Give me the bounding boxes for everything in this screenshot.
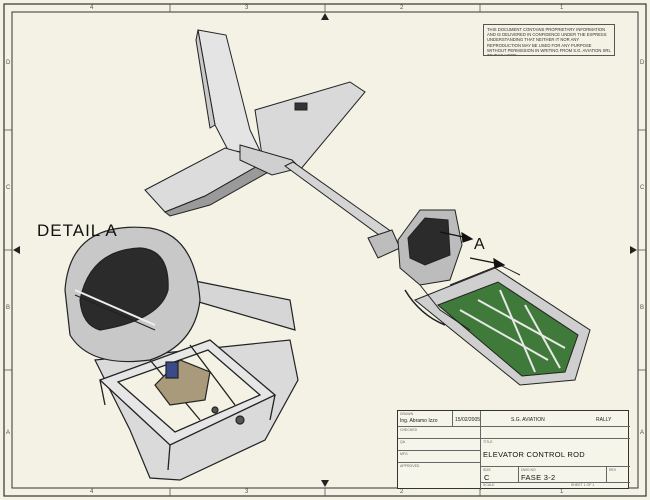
rod-clamp — [367, 229, 401, 259]
fuselage-assembly — [397, 209, 591, 386]
zone-letter-b-right: B — [640, 305, 645, 311]
detail-window — [79, 247, 169, 331]
title-block: DRAWN Ing. Abramo Izzo 15/02/2005 S.G. A… — [397, 410, 630, 490]
scale-caption: SCALE — [483, 483, 495, 487]
zone-number-3-top: 3 — [245, 5, 249, 11]
zone-number-2-bottom: 2 — [400, 489, 404, 495]
scale-cell: SCALE SHEET 1 OF 1 — [481, 483, 630, 490]
center-marks — [13, 13, 637, 487]
title-caption: TITLE — [483, 440, 493, 444]
checked-caption: CHECKED — [400, 428, 418, 432]
zone-number-3-bottom: 3 — [245, 489, 249, 495]
view-a-label: A — [474, 236, 485, 253]
zone-letter-a-left: A — [6, 430, 11, 436]
drawing-number: FASE 3-2 — [521, 473, 556, 482]
approved-caption: APPROVED — [400, 464, 420, 468]
zone-letter-d-right: D — [640, 60, 645, 66]
right-stabilizer — [254, 81, 366, 171]
zone-letter-c-right: C — [640, 185, 645, 191]
dwg-cell: DWG NO FASE 3-2 — [519, 467, 607, 483]
zone-number-4-bottom: 4 — [90, 489, 94, 495]
qa-cell: QA — [398, 439, 481, 451]
zone-number-2-top: 2 — [400, 5, 404, 11]
proprietary-notice: THIS DOCUMENT CONTAINS PROPRIETARY INFOR… — [483, 24, 615, 56]
zone-number-1-top: 1 — [560, 5, 564, 11]
rudder-edge — [195, 29, 216, 129]
bellcrank — [165, 361, 179, 379]
blank-cell — [481, 427, 630, 439]
detail-a-view — [64, 226, 299, 481]
bulkhead-window — [407, 217, 451, 266]
date-cell: 15/02/2005 — [453, 411, 481, 427]
size-caption: SIZE — [483, 468, 491, 472]
sheet-label: SHEET 1 OF 1 — [571, 483, 595, 487]
rev-caption: REV — [609, 468, 617, 472]
side-wing-panel — [189, 279, 296, 331]
zone-letter-b-left: B — [6, 305, 11, 311]
view-arrow — [439, 231, 506, 269]
hinge-box — [294, 102, 308, 111]
rev-cell: REV — [607, 467, 630, 483]
drawn-cell: DRAWN Ing. Abramo Izzo — [398, 411, 453, 427]
zone-number-4-top: 4 — [90, 5, 94, 11]
tail-assembly — [144, 29, 366, 217]
green-frame — [437, 281, 579, 377]
qa-caption: QA — [400, 440, 406, 444]
checked-cell: CHECKED — [398, 427, 481, 439]
sheet-size: C — [484, 473, 490, 482]
mfg-caption: MFG — [400, 452, 408, 456]
detail-a-label: DETAIL A — [37, 221, 118, 240]
drawing-date: 15/02/2005 — [455, 417, 481, 423]
drawn-by: Ing. Abramo Izzo — [400, 418, 438, 424]
dwg-caption: DWG NO — [521, 468, 536, 472]
drawing-title: ELEVATOR CONTROL ROD — [483, 450, 585, 459]
drawn-caption: DRAWN — [400, 412, 414, 416]
zone-letter-d-left: D — [6, 60, 11, 66]
tail-cone — [239, 144, 301, 176]
approved-cell: APPROVED — [398, 463, 481, 490]
zone-letter-c-left: C — [6, 185, 11, 191]
mfg-cell: MFG — [398, 451, 481, 463]
company-name: S.G. AVIATION — [511, 417, 545, 423]
title-cell: TITLE ELEVATOR CONTROL ROD — [481, 439, 630, 467]
zone-letter-a-right: A — [640, 430, 645, 436]
tail-boom — [284, 161, 401, 259]
zone-number-1-bottom: 1 — [560, 489, 564, 495]
project-name: RALLY — [596, 417, 612, 423]
company-cell: S.G. AVIATION RALLY — [481, 411, 630, 427]
size-cell: SIZE C — [481, 467, 519, 483]
